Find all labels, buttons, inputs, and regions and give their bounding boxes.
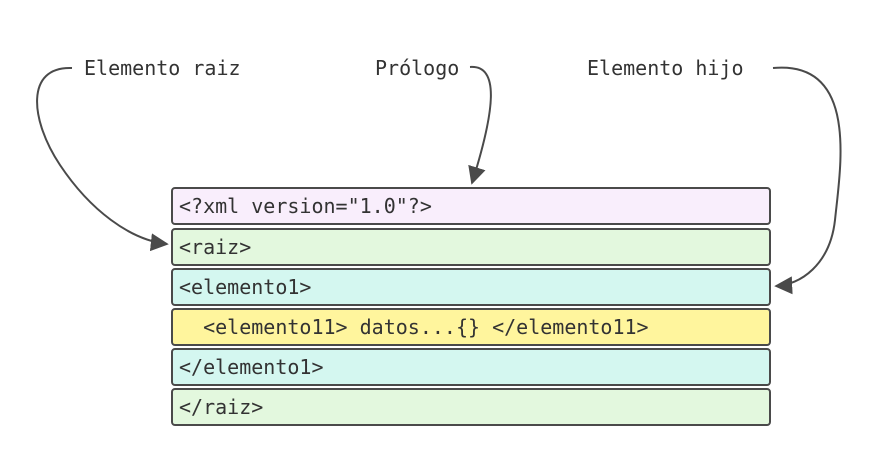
element11-row: <elemento11> datos...{} </elemento11> [171, 308, 771, 346]
root-close-tag-row: </raiz> [171, 388, 771, 426]
arrow-prologue [468, 65, 492, 185]
root-element-label: Elemento raiz [84, 56, 241, 80]
arrow-child-element [772, 66, 842, 295]
prologue-label: Prólogo [375, 56, 460, 80]
arrow-root-element [36, 66, 169, 252]
root-open-tag-row: <raiz> [171, 228, 771, 266]
element1-close-tag-row: </elemento1> [171, 348, 771, 386]
child-element-label: Elemento hijo [587, 56, 744, 80]
element1-open-tag-row: <elemento1> [171, 268, 771, 306]
xml-prologue-row: <?xml version="1.0"?> [171, 187, 771, 225]
